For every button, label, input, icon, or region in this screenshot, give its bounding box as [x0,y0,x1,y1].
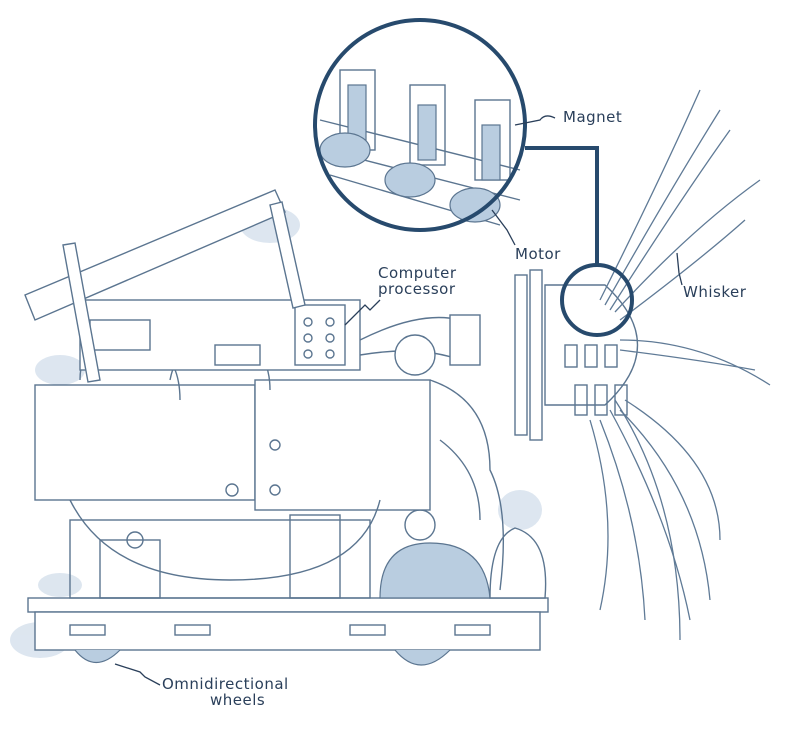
label-magnet: Magnet [563,108,623,126]
label-whisker: Whisker [683,283,747,301]
magnifier-callout [313,18,634,337]
base-platform [27,597,549,666]
label-motor: Motor [515,245,561,263]
leader-lines [114,115,683,686]
processor-board [79,299,361,371]
label-omnidirectional-line2: wheels [210,691,266,709]
main-body-box [34,333,431,581]
wheel [74,649,121,664]
wheel [394,649,451,666]
label-computer-processor-line2: processor [378,280,456,298]
lower-machinery [69,379,547,599]
arm [24,189,306,383]
label-omnidirectional-line1: Omnidirectional [162,675,289,693]
label-computer-processor-line1: Computer [378,264,457,282]
head-assembly [359,269,639,441]
whiskers [589,89,771,641]
processor-pins [303,317,335,359]
